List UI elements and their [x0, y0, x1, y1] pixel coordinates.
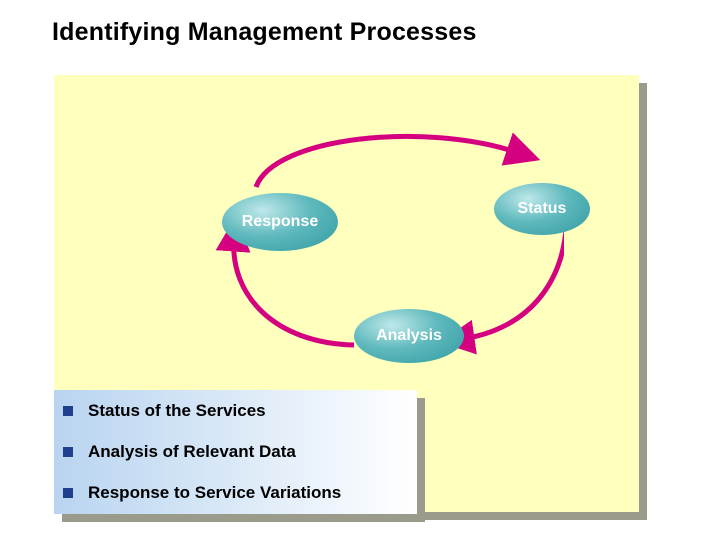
square-bullet-icon	[63, 406, 73, 416]
cycle-arrow-loop	[215, 132, 564, 355]
cycle-node-analysis: Analysis	[354, 309, 464, 363]
cycle-diagram: Response Status Analysis	[194, 115, 590, 363]
cycle-node-response-label: Response	[241, 213, 319, 230]
cycle-node-status: Status	[494, 183, 590, 235]
page-title: Identifying Management Processes	[52, 18, 477, 46]
list-item-label: Response to Service Variations	[88, 483, 342, 502]
cycle-node-status-label: Status	[517, 200, 567, 217]
list-item-label: Status of the Services	[88, 401, 266, 420]
bullet-panel: Status of the Services Analysis of Relev…	[54, 390, 417, 514]
square-bullet-icon	[63, 488, 73, 498]
list-item: Response to Service Variations	[54, 482, 341, 504]
list-item-label: Analysis of Relevant Data	[88, 442, 296, 461]
list-item: Status of the Services	[54, 400, 266, 422]
square-bullet-icon	[63, 447, 73, 457]
cycle-node-response: Response	[222, 193, 338, 251]
list-item: Analysis of Relevant Data	[54, 441, 296, 463]
cycle-node-analysis-label: Analysis	[376, 327, 442, 344]
